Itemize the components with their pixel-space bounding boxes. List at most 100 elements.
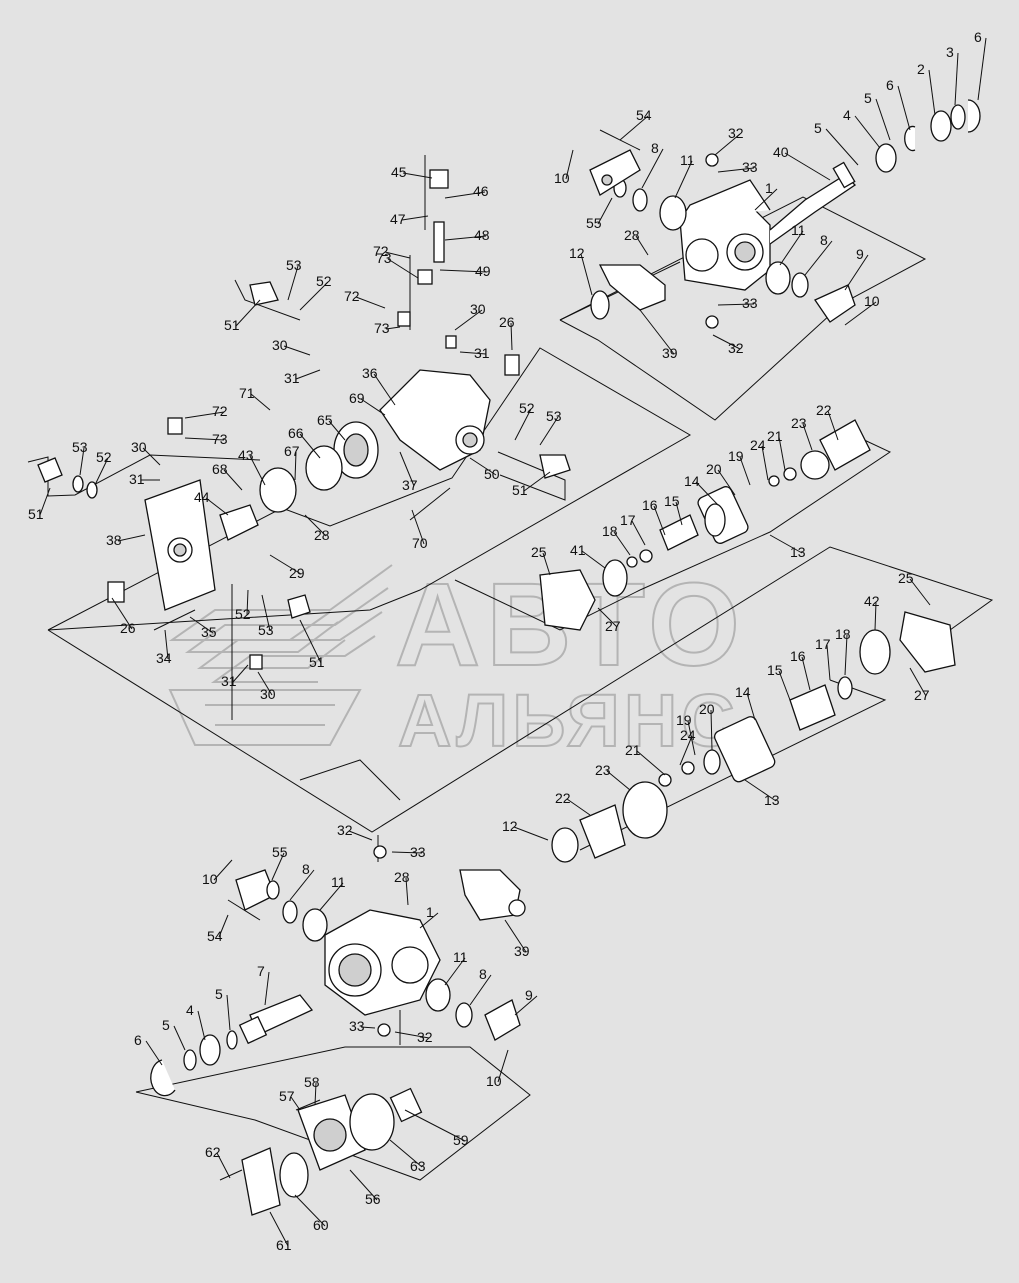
callout-19: 19 <box>728 448 744 464</box>
leader-line <box>565 149 574 180</box>
leader-line <box>714 133 741 156</box>
callout-27: 27 <box>605 618 621 634</box>
leader-line <box>216 1152 231 1179</box>
leader-line <box>389 1139 423 1168</box>
callout-12: 12 <box>569 245 585 261</box>
leader-line <box>597 607 618 628</box>
callout-59: 59 <box>453 1132 469 1148</box>
leader-line <box>744 779 777 802</box>
callout-28: 28 <box>314 527 330 543</box>
callout-62: 62 <box>205 1144 221 1160</box>
callout-2: 2 <box>917 61 925 77</box>
callout-11: 11 <box>331 874 346 890</box>
leader-line <box>804 240 833 276</box>
leader-line <box>226 994 231 1031</box>
callout-52: 52 <box>96 449 112 465</box>
leader-line <box>444 957 466 986</box>
callout-63: 63 <box>410 1158 426 1174</box>
leader-line <box>145 1040 163 1066</box>
leader-line <box>717 303 755 306</box>
leader-line <box>717 469 736 496</box>
callout-12: 12 <box>502 818 518 834</box>
leader-line <box>469 974 492 1006</box>
leader-line <box>504 919 527 953</box>
leader-line <box>411 509 425 545</box>
callout-6: 6 <box>134 1032 142 1048</box>
cylinder-assembly-upper <box>539 419 871 631</box>
pump-housing-lower <box>150 845 521 1216</box>
leader-line <box>373 373 396 406</box>
callout-32: 32 <box>337 822 353 838</box>
leader-line <box>142 447 161 466</box>
leader-line <box>497 1049 509 1083</box>
callout-9: 9 <box>525 987 533 1003</box>
leader-line <box>295 369 321 380</box>
leader-line <box>802 423 813 451</box>
callout-17: 17 <box>815 636 831 652</box>
leader-line <box>164 629 169 660</box>
callout-25: 25 <box>898 570 914 586</box>
callout-61: 61 <box>276 1237 292 1253</box>
callout-25: 25 <box>531 544 547 560</box>
leader-line <box>385 326 401 330</box>
callout-14: 14 <box>735 684 751 700</box>
callout-37: 37 <box>402 477 418 493</box>
leader-line <box>264 971 270 1006</box>
leader-line <box>513 826 549 841</box>
leader-line <box>580 253 593 296</box>
leader-line <box>679 735 693 766</box>
leader-line <box>401 215 429 221</box>
callout-10: 10 <box>202 871 218 887</box>
callout-24: 24 <box>750 437 766 453</box>
leader-line <box>606 770 631 791</box>
leader-line <box>246 589 249 616</box>
callout-60: 60 <box>313 1217 329 1233</box>
callout-31: 31 <box>129 471 145 487</box>
leader-line <box>290 1096 301 1111</box>
leader-line <box>294 1194 326 1227</box>
callout-66: 66 <box>288 425 304 441</box>
callout-8: 8 <box>820 232 828 248</box>
callout-27: 27 <box>914 687 930 703</box>
leader-line <box>539 416 559 446</box>
leader-line <box>249 455 266 486</box>
leader-line <box>619 115 649 141</box>
callout-43: 43 <box>238 447 254 463</box>
callout-35: 35 <box>201 624 217 640</box>
callout-33: 33 <box>410 844 426 860</box>
leader-line <box>897 85 911 131</box>
callout-24: 24 <box>680 727 696 743</box>
leader-line <box>844 254 869 291</box>
leader-line <box>218 914 229 938</box>
callout-10: 10 <box>486 1073 502 1089</box>
callout-13: 13 <box>764 792 780 808</box>
callout-58: 58 <box>304 1074 320 1090</box>
callout-73: 73 <box>374 320 390 336</box>
callout-56: 56 <box>365 1191 381 1207</box>
leader-line <box>299 433 321 459</box>
leader-line <box>184 411 225 419</box>
leader-line <box>319 882 344 911</box>
callout-1: 1 <box>426 904 434 920</box>
callout-55: 55 <box>272 844 288 860</box>
leader-line <box>111 597 133 630</box>
callout-65: 65 <box>317 412 333 428</box>
callout-6: 6 <box>974 29 982 45</box>
leader-line <box>355 296 386 309</box>
leader-line <box>597 197 613 225</box>
callout-68: 68 <box>212 461 228 477</box>
callout-26: 26 <box>499 314 515 330</box>
leader-line <box>269 554 302 575</box>
leader-line <box>399 451 415 487</box>
leader-line <box>514 995 538 1016</box>
callout-11: 11 <box>791 222 806 238</box>
leader-line <box>294 451 297 481</box>
leader-line <box>299 281 329 311</box>
leader-line <box>197 1010 206 1041</box>
leader-line <box>909 578 931 606</box>
callout-53: 53 <box>546 408 562 424</box>
callout-73: 73 <box>376 250 392 266</box>
leader-line <box>314 1082 317 1106</box>
leader-line <box>269 1211 289 1247</box>
callout-18: 18 <box>835 626 851 642</box>
